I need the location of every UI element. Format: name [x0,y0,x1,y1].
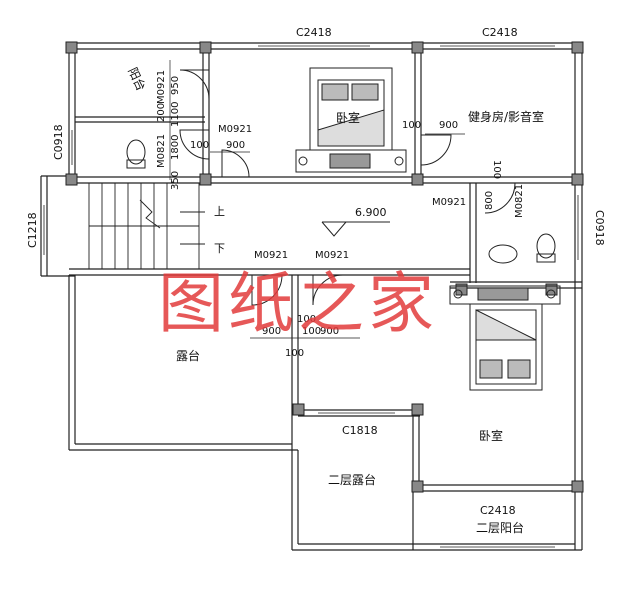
bed-bottom [449,285,561,391]
room-label-bedroom-bottom: 卧室 [479,428,503,443]
door-label-toilet-right: M0821 [514,184,525,218]
furniture [126,67,561,391]
window-label-top-right: C2418 [482,26,518,39]
window-label-left-lower: C1218 [26,212,39,248]
door-label-balcony: M0921 [156,70,167,104]
stair-label-down: 下 [214,242,225,255]
dim-1800: 1800 [170,135,181,160]
dim-350: 350 [170,171,181,190]
dim-100-gym-right: 100 [491,160,502,179]
columns [65,41,584,493]
watermark-text: 图纸之家 [158,265,438,342]
door-label-bedroom-top: M0921 [218,124,252,135]
window-label-left-upper: C0918 [52,124,65,160]
room-label-balcony: 阳台 [125,65,149,93]
window-marks [43,45,579,548]
dim-900-left: 900 [226,140,245,151]
dim-1100: 1100 [170,102,181,127]
dim-900-gym: 900 [439,120,458,131]
room-label-second-terrace: 二层露台 [328,472,376,487]
door-label-gym: M0921 [432,197,466,208]
door-label-toilet-left: M0821 [156,134,167,168]
room-label-bedroom-top: 卧室 [336,110,360,125]
door-label-corridor-left: M0921 [254,250,288,261]
bed-top [295,67,407,173]
window-label-top-left: C2418 [296,26,332,39]
dim-100-c1: 100 [297,314,316,325]
dimension-lines [169,60,471,339]
dim-800: 800 [484,191,495,210]
dim-100-left: 100 [190,140,209,151]
door-label-corridor-right: M0921 [315,250,349,261]
window-label-right: C0918 [593,210,606,246]
dim-950: 950 [170,76,181,95]
room-label-terrace: 露台 [176,348,200,363]
elevation-marker [321,221,390,237]
dim-900-c2: 900 [320,326,339,337]
window-label-middle: C1818 [342,424,378,437]
door-swings [179,69,516,306]
room-label-gym: 健身房/影音室 [468,109,544,124]
dim-100-c2: 100 [302,326,321,337]
stair-label-up: 上 [214,205,225,218]
dim-900-c1: 900 [262,326,281,337]
window-label-bottom: C2418 [480,504,516,517]
dim-100-c3: 100 [285,348,304,359]
elevation-label: 6.900 [355,206,387,219]
dim-200: 200 [156,103,167,122]
dim-100-top: 100 [402,120,421,131]
room-label-second-balcony: 二层阳台 [476,520,524,535]
staircase [88,182,205,270]
